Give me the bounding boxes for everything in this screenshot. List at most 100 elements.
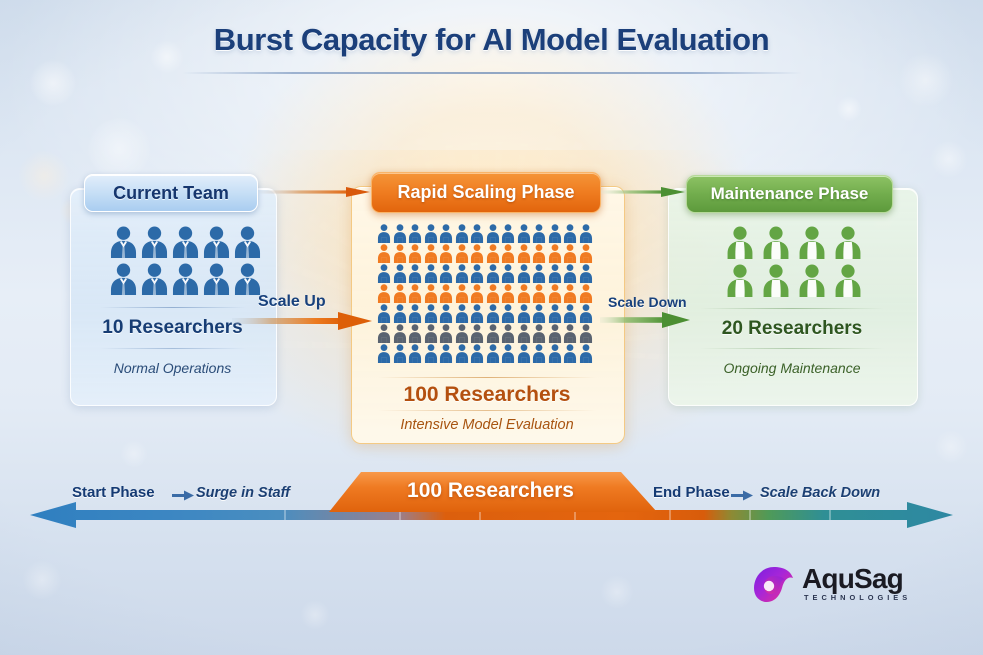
person-icon: [439, 224, 453, 243]
person-icon: [517, 344, 530, 363]
timeline-end-label: End Phase: [653, 484, 730, 501]
person-icon: [393, 244, 406, 263]
person-icon: [548, 224, 561, 243]
person-icon: [532, 304, 546, 323]
person-icon: [470, 304, 484, 323]
icon-grid-current-team: [110, 226, 261, 295]
person-stripe-icon: [727, 226, 753, 259]
divider: [378, 377, 596, 378]
person-icon: [424, 324, 437, 343]
icon-grid-rapid-scaling: [377, 224, 593, 363]
person-icon: [439, 304, 453, 323]
timeline-start-detail: Surge in Staff: [196, 485, 290, 501]
divider: [700, 348, 884, 349]
person-icon: [517, 284, 530, 303]
person-suit-icon: [110, 263, 137, 295]
person-icon: [501, 284, 515, 303]
person-icon: [455, 264, 468, 283]
person-icon: [486, 304, 499, 323]
person-icon: [517, 244, 530, 263]
person-suit-icon: [172, 226, 199, 258]
icon-row: [377, 344, 593, 363]
person-icon: [439, 324, 453, 343]
icon-row: [110, 263, 261, 295]
person-icon: [517, 324, 530, 343]
logo-wordmark: AquSag: [802, 563, 904, 594]
timeline-peak-plateau: [329, 472, 657, 512]
person-icon: [563, 324, 577, 343]
person-icon: [563, 344, 577, 363]
person-icon: [408, 344, 422, 363]
person-icon: [548, 244, 561, 263]
person-icon: [579, 324, 592, 343]
person-icon: [424, 304, 437, 323]
badge-rapid-scaling-label: Rapid Scaling Phase: [397, 182, 575, 202]
person-icon: [470, 244, 484, 263]
person-icon: [393, 344, 406, 363]
person-stripe-icon: [835, 264, 861, 297]
person-icon: [501, 304, 515, 323]
icon-row: [377, 304, 593, 323]
badge-maintenance[interactable]: Maintenance Phase: [686, 175, 893, 213]
person-icon: [455, 344, 468, 363]
person-icon: [377, 324, 391, 343]
person-icon: [501, 224, 515, 243]
divider: [100, 348, 246, 349]
person-stripe-icon: [727, 264, 753, 297]
person-icon: [424, 244, 437, 263]
icon-row: [377, 324, 593, 343]
person-icon: [563, 304, 577, 323]
person-icon: [501, 324, 515, 343]
person-icon: [501, 244, 515, 263]
scale-up-arrow-icon: [232, 312, 372, 330]
person-icon: [579, 344, 592, 363]
person-icon: [393, 224, 406, 243]
person-icon: [563, 244, 577, 263]
person-icon: [393, 264, 406, 283]
label-scale-down: Scale Down: [608, 294, 687, 310]
badge-current-team[interactable]: Current Team: [84, 174, 258, 212]
connector-arrow-center-to-right-icon: [601, 187, 685, 197]
icon-row: [377, 264, 593, 283]
person-icon: [439, 284, 453, 303]
person-icon: [486, 324, 499, 343]
person-icon: [455, 324, 468, 343]
person-icon: [579, 284, 592, 303]
person-icon: [470, 344, 484, 363]
person-icon: [439, 264, 453, 283]
person-icon: [532, 344, 546, 363]
aqusag-mark-icon: [754, 567, 793, 602]
badge-rapid-scaling[interactable]: Rapid Scaling Phase: [371, 172, 601, 213]
panel-maintenance: [668, 188, 918, 406]
person-icon: [424, 224, 437, 243]
person-icon: [532, 284, 546, 303]
person-icon: [408, 244, 422, 263]
person-icon: [563, 284, 577, 303]
person-icon: [408, 284, 422, 303]
caption-maintenance: Ongoing Maintenance: [723, 360, 861, 376]
person-icon: [424, 264, 437, 283]
label-scale-up: Scale Up: [258, 293, 326, 310]
metric-rapid-scaling: 100 Researchers: [403, 383, 571, 406]
person-icon: [439, 244, 453, 263]
company-logo: AquSag TECHNOLOGIES: [752, 562, 924, 608]
divider: [100, 307, 246, 308]
person-icon: [408, 304, 422, 323]
person-icon: [393, 284, 406, 303]
person-icon: [470, 324, 484, 343]
person-icon: [470, 224, 484, 243]
person-icon: [486, 264, 499, 283]
person-icon: [532, 324, 546, 343]
icon-row: [377, 284, 593, 303]
icon-row: [726, 226, 862, 259]
person-icon: [563, 264, 577, 283]
person-icon: [470, 284, 484, 303]
person-suit-icon: [110, 226, 137, 258]
icon-row: [726, 264, 862, 297]
person-stripe-icon: [799, 226, 825, 259]
person-suit-icon: [141, 263, 168, 295]
person-stripe-icon: [763, 226, 789, 259]
person-icon: [532, 224, 546, 243]
icon-row: [377, 244, 593, 263]
person-icon: [455, 224, 468, 243]
